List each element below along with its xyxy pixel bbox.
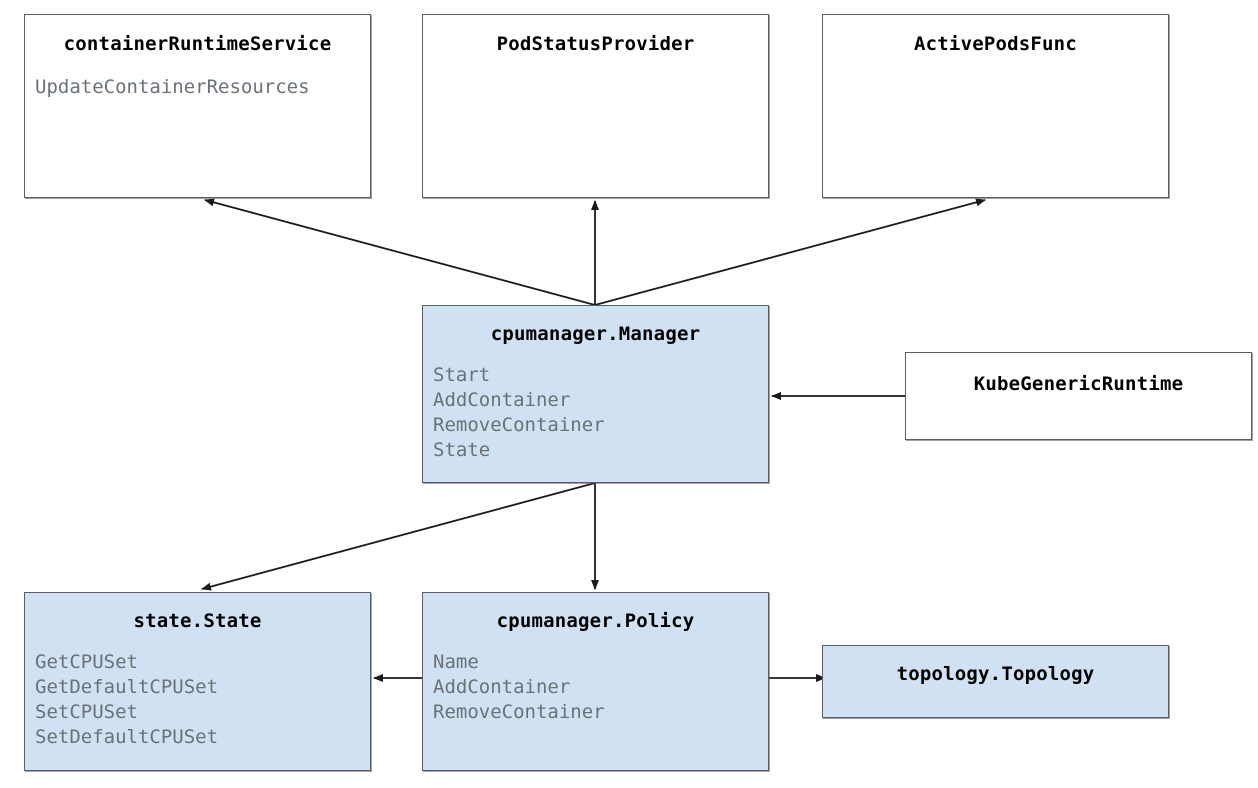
node-pod-status-provider[interactable]: PodStatusProvider xyxy=(422,14,769,198)
node-title: topology.Topology xyxy=(896,663,1095,685)
node-container-runtime-service[interactable]: containerRuntimeService UpdateContainerR… xyxy=(24,14,371,198)
node-state-state[interactable]: state.State GetCPUSet GetDefaultCPUSet S… xyxy=(24,592,371,771)
node-cpumanager-manager[interactable]: cpumanager.Manager Start AddContainer Re… xyxy=(422,305,769,483)
edge-manager-to-activepodsfunc xyxy=(594,198,986,306)
node-members: UpdateContainerResources xyxy=(35,75,370,100)
node-kube-generic-runtime[interactable]: KubeGenericRuntime xyxy=(905,352,1252,440)
member-item: Start xyxy=(433,364,491,386)
node-title: ActivePodsFunc xyxy=(914,33,1077,55)
member-item: GetDefaultCPUSet xyxy=(35,676,219,698)
node-members: Start AddContainer RemoveContainer State xyxy=(433,363,768,463)
node-cpumanager-policy[interactable]: cpumanager.Policy Name AddContainer Remo… xyxy=(422,592,769,771)
edge-manager-to-state xyxy=(201,482,596,591)
node-title: PodStatusProvider xyxy=(496,33,695,55)
edge-manager-to-containerruntimeservice xyxy=(204,198,596,306)
member-item: RemoveContainer xyxy=(433,414,605,436)
member-item: SetCPUSet xyxy=(35,701,138,723)
member-item: Name xyxy=(433,651,479,673)
node-title: state.State xyxy=(133,610,262,632)
node-title: containerRuntimeService xyxy=(63,33,332,55)
member-item: State xyxy=(433,439,491,461)
member-item: AddContainer xyxy=(433,389,571,411)
member-item: RemoveContainer xyxy=(433,701,605,723)
member-item: AddContainer xyxy=(433,676,571,698)
node-title: cpumanager.Policy xyxy=(496,610,695,632)
member-item: UpdateContainerResources xyxy=(35,76,310,98)
node-topology-topology[interactable]: topology.Topology xyxy=(822,645,1169,718)
member-item: SetDefaultCPUSet xyxy=(35,726,219,748)
node-members: GetCPUSet GetDefaultCPUSet SetCPUSet Set… xyxy=(35,650,370,750)
member-item: GetCPUSet xyxy=(35,651,138,673)
node-active-pods-func[interactable]: ActivePodsFunc xyxy=(822,14,1169,198)
node-members: Name AddContainer RemoveContainer xyxy=(433,650,768,725)
node-title: KubeGenericRuntime xyxy=(973,373,1184,395)
node-title: cpumanager.Manager xyxy=(490,323,701,345)
